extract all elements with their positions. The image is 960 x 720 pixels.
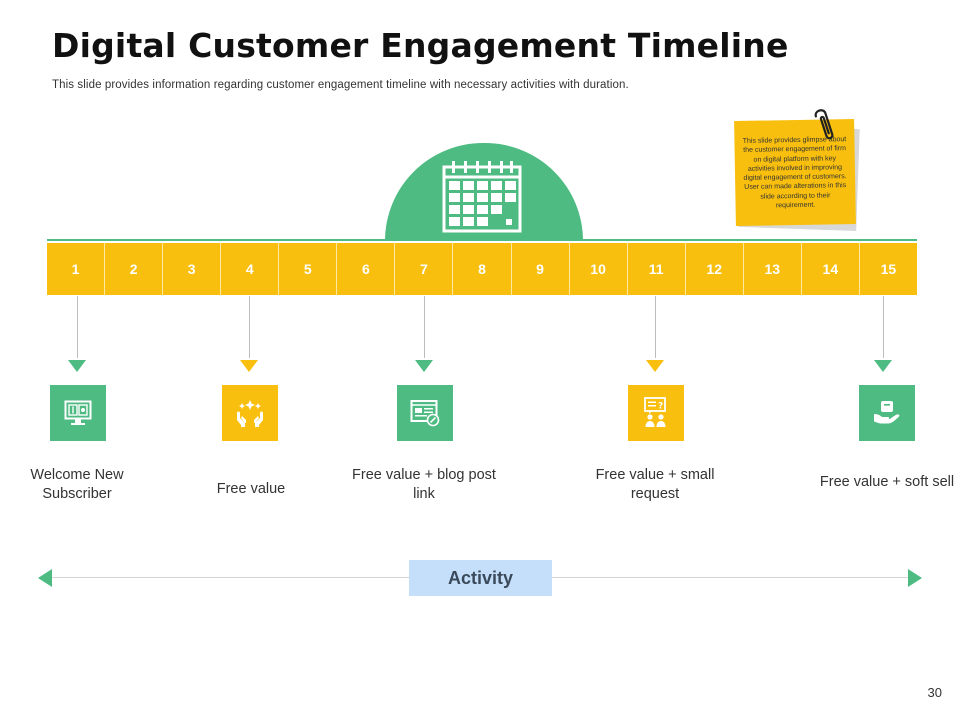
people-question-icon: ? [644,397,666,427]
timeline-step: 5 [278,243,337,295]
timeline-step: 6 [336,243,395,295]
down-arrow-icon [68,360,86,372]
timeline-step: 15 [858,243,917,295]
activity-label: Free value + small request [595,467,715,502]
timeline-step: 8 [452,243,511,295]
arrow-right-icon [908,569,922,587]
activity-icon-box [50,385,106,441]
down-arrow-icon [415,360,433,372]
calendar-icon [442,161,522,233]
activity-icon-box: ? [628,385,684,441]
connector-line [883,296,884,358]
sticky-note: This slide provides glimpse about the cu… [734,118,856,227]
activity-icon-box [222,385,278,441]
blog-post-icon [410,400,440,427]
arrow-left-icon [38,569,52,587]
timeline-step: 4 [220,243,279,295]
svg-text:?: ? [658,402,663,412]
down-arrow-icon [240,360,258,372]
timeline-step: 10 [568,243,627,295]
timeline-step: 13 [742,243,801,295]
timeline-top-line [47,239,917,241]
timeline-step: 7 [394,243,453,295]
timeline-step: 3 [162,243,221,295]
page-number: 30 [927,685,942,700]
connector-line [77,296,78,358]
connector-line [655,296,656,358]
monitor-dollar-icon [64,400,92,425]
timeline-step: 14 [800,243,859,295]
activity-icon-box [397,385,453,441]
down-arrow-icon [646,360,664,372]
activity-label: Welcome New Subscriber [30,467,124,502]
hand-offer-icon [874,401,900,424]
timeline-step: 1 [47,243,105,295]
timeline-step: 2 [104,243,163,295]
activity-label: Free value + blog post link [352,467,496,502]
activity-label: Free value + soft sell [819,474,955,490]
timeline-steps: 1 2 3 4 5 6 7 8 9 10 11 12 13 14 15 [47,243,917,295]
page-title: Digital Customer Engagement Timeline [52,26,789,65]
timeline-step: 9 [510,243,569,295]
page-subtitle: This slide provides information regardin… [52,79,629,91]
hands-sparkle-icon [237,400,263,427]
timeline-step: 12 [684,243,743,295]
connector-line [249,296,250,358]
timeline-step: 11 [626,243,685,295]
connector-line [424,296,425,358]
activity-icon-box [859,385,915,441]
paperclip-icon [814,109,834,140]
activity-label: Free value [216,481,286,497]
down-arrow-icon [874,360,892,372]
activity-label-box: Activity [409,560,552,596]
